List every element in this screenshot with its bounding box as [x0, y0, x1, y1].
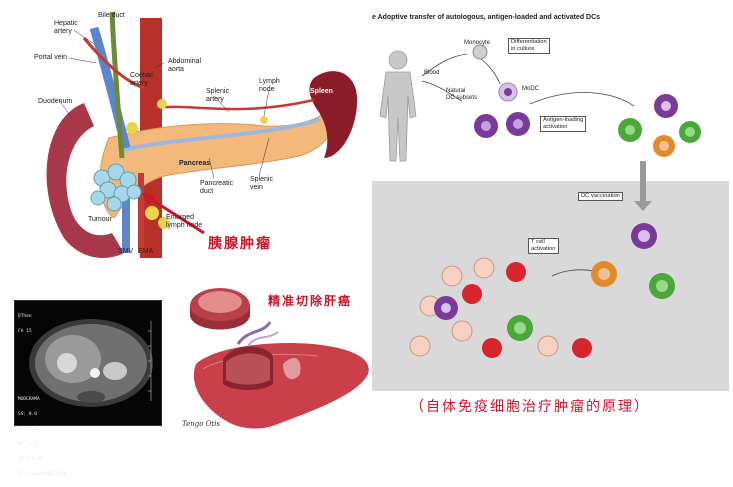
mri-line: TE: 1.4: [18, 427, 37, 432]
smv-shape: [122, 173, 130, 253]
enlarged-lymph-node-label: Enlarged lymph node: [166, 214, 203, 229]
artist-signature: Tengo Otis: [182, 420, 221, 428]
pancreatic-duct-label: Pancreatic duct: [200, 180, 234, 195]
splenic-artery-label: Splenic artery: [206, 88, 229, 103]
dc-cell: [507, 315, 533, 341]
vaccinated-dc-cell: [631, 223, 657, 249]
sma-label: SMA: [138, 248, 154, 255]
splenic-vein-shape: [123, 118, 320, 152]
dc-therapy-panel: e Adoptive transfer of autologous, antig…: [372, 6, 729, 391]
duodenum-label: Duodenum: [38, 98, 73, 105]
splenic-vein-label: Splenic vein: [250, 176, 273, 191]
liver-resection-illustration: [190, 288, 369, 429]
dc-cell: [498, 82, 518, 102]
spleen-shape: [309, 71, 358, 158]
mri-line: SS: 0.0: [18, 412, 37, 417]
figure-caption: （自体免疫细胞治疗肿瘤的原理）: [410, 399, 650, 415]
tumour-label: Tumour: [88, 216, 112, 223]
mri-line: TR 2 4.84: [18, 457, 43, 462]
human-silhouette: [379, 50, 417, 162]
portal-vein-label: Portal vein: [34, 54, 68, 61]
differentiation-label: Differentiation in culture: [508, 38, 550, 54]
activated-dc-cell: [618, 118, 642, 142]
splenic-artery-shape: [153, 98, 315, 111]
lymph-node-shape: [157, 99, 167, 109]
mri-overlay-text: DThen FA 15: [18, 304, 32, 344]
bile-duct-shape: [109, 11, 125, 159]
vaccinated-dc-cell: [649, 273, 675, 299]
abdominal-aorta-label: Abdominal aorta: [168, 58, 202, 73]
mri-scan-image: [15, 301, 161, 425]
enlarged-lymph-node-shape: [158, 217, 170, 229]
tumour-arrow-head: [142, 193, 156, 205]
spleen-label: Spleen: [310, 88, 333, 95]
lymph-node-label: Lymph node: [259, 78, 280, 93]
mri-line: FA 15: [18, 329, 32, 334]
coeliac-artery-label: Coeliac artery: [130, 72, 154, 87]
tumour-arrow: [148, 196, 205, 235]
t-cell-cluster: [409, 257, 592, 358]
dc-panel-title: e Adoptive transfer of autologous, antig…: [372, 14, 601, 21]
liver-shape: [193, 343, 369, 429]
hepatic-artery-shape: [82, 37, 145, 90]
monocyte-label: Monocyte: [464, 40, 491, 46]
dc-cell: [474, 114, 498, 138]
activated-dc-cell: [679, 121, 701, 143]
dc-cell: [434, 296, 458, 320]
smv-label: SMV: [118, 248, 134, 255]
lymph-node-shape: [260, 116, 268, 124]
leader-lines: [58, 29, 270, 179]
pancreas-anatomy-panel: Hepatic artery Bile duct Portal vein Abd…: [14, 8, 359, 270]
mri-line: EC: Body/AHEFC/FL8 >: [18, 472, 73, 477]
antigen-loading-label: Antigen-loading activation: [540, 116, 587, 132]
t-cell-activation-label: T cell activation: [528, 238, 559, 254]
pancreas-anatomy-illustration: [46, 11, 358, 258]
activated-dc-cell: [653, 135, 675, 157]
liver-resection-panel: 精准切除肝癌 Tengo Otis: [178, 284, 376, 436]
patient-region: [372, 181, 729, 391]
liver-resection-callout: 精准切除肝癌: [268, 294, 353, 308]
enlarged-lymph-node-shape: [145, 206, 159, 220]
pancreatic-tumour-callout: 胰腺肿瘤: [208, 236, 272, 252]
dc-vaccination-label: DC vaccination: [578, 192, 623, 201]
dc-cell: [506, 112, 530, 136]
lymph-node-shape: [126, 122, 138, 134]
mri-line: MODERAMA: [18, 397, 40, 402]
bile-duct-label: Bile duct: [98, 12, 125, 19]
monocyte-cell: [472, 44, 488, 60]
pancreas-label: Pancreas: [179, 160, 211, 167]
blood-label: Blood: [424, 70, 440, 76]
flow-arrows: [421, 53, 635, 277]
hepatic-artery-label: Hepatic artery: [54, 20, 78, 35]
pancreas-shape: [99, 103, 338, 219]
mri-overlay-text-bottom: MODERAMA SS: 0.0 TE: 1.4 RC: 0.42 TR 2 4…: [18, 387, 72, 487]
activated-dc-cell: [654, 94, 678, 118]
sma-shape: [138, 173, 144, 253]
natural-dc-label: Natural DC subsets: [446, 88, 478, 101]
modc-label: MoDC: [522, 86, 540, 92]
duodenum-shape: [46, 103, 124, 258]
vaccinated-dc-cell: [591, 261, 617, 287]
dc-therapy-diagram: [372, 44, 729, 391]
tumour-shape: [90, 163, 142, 212]
mri-scan-panel: DThen FA 15 MODERAMA SS: 0.0 TE: 1.4 RC:…: [14, 300, 162, 477]
mri-line: DThen: [18, 314, 32, 319]
vaccination-tube: [640, 161, 646, 201]
